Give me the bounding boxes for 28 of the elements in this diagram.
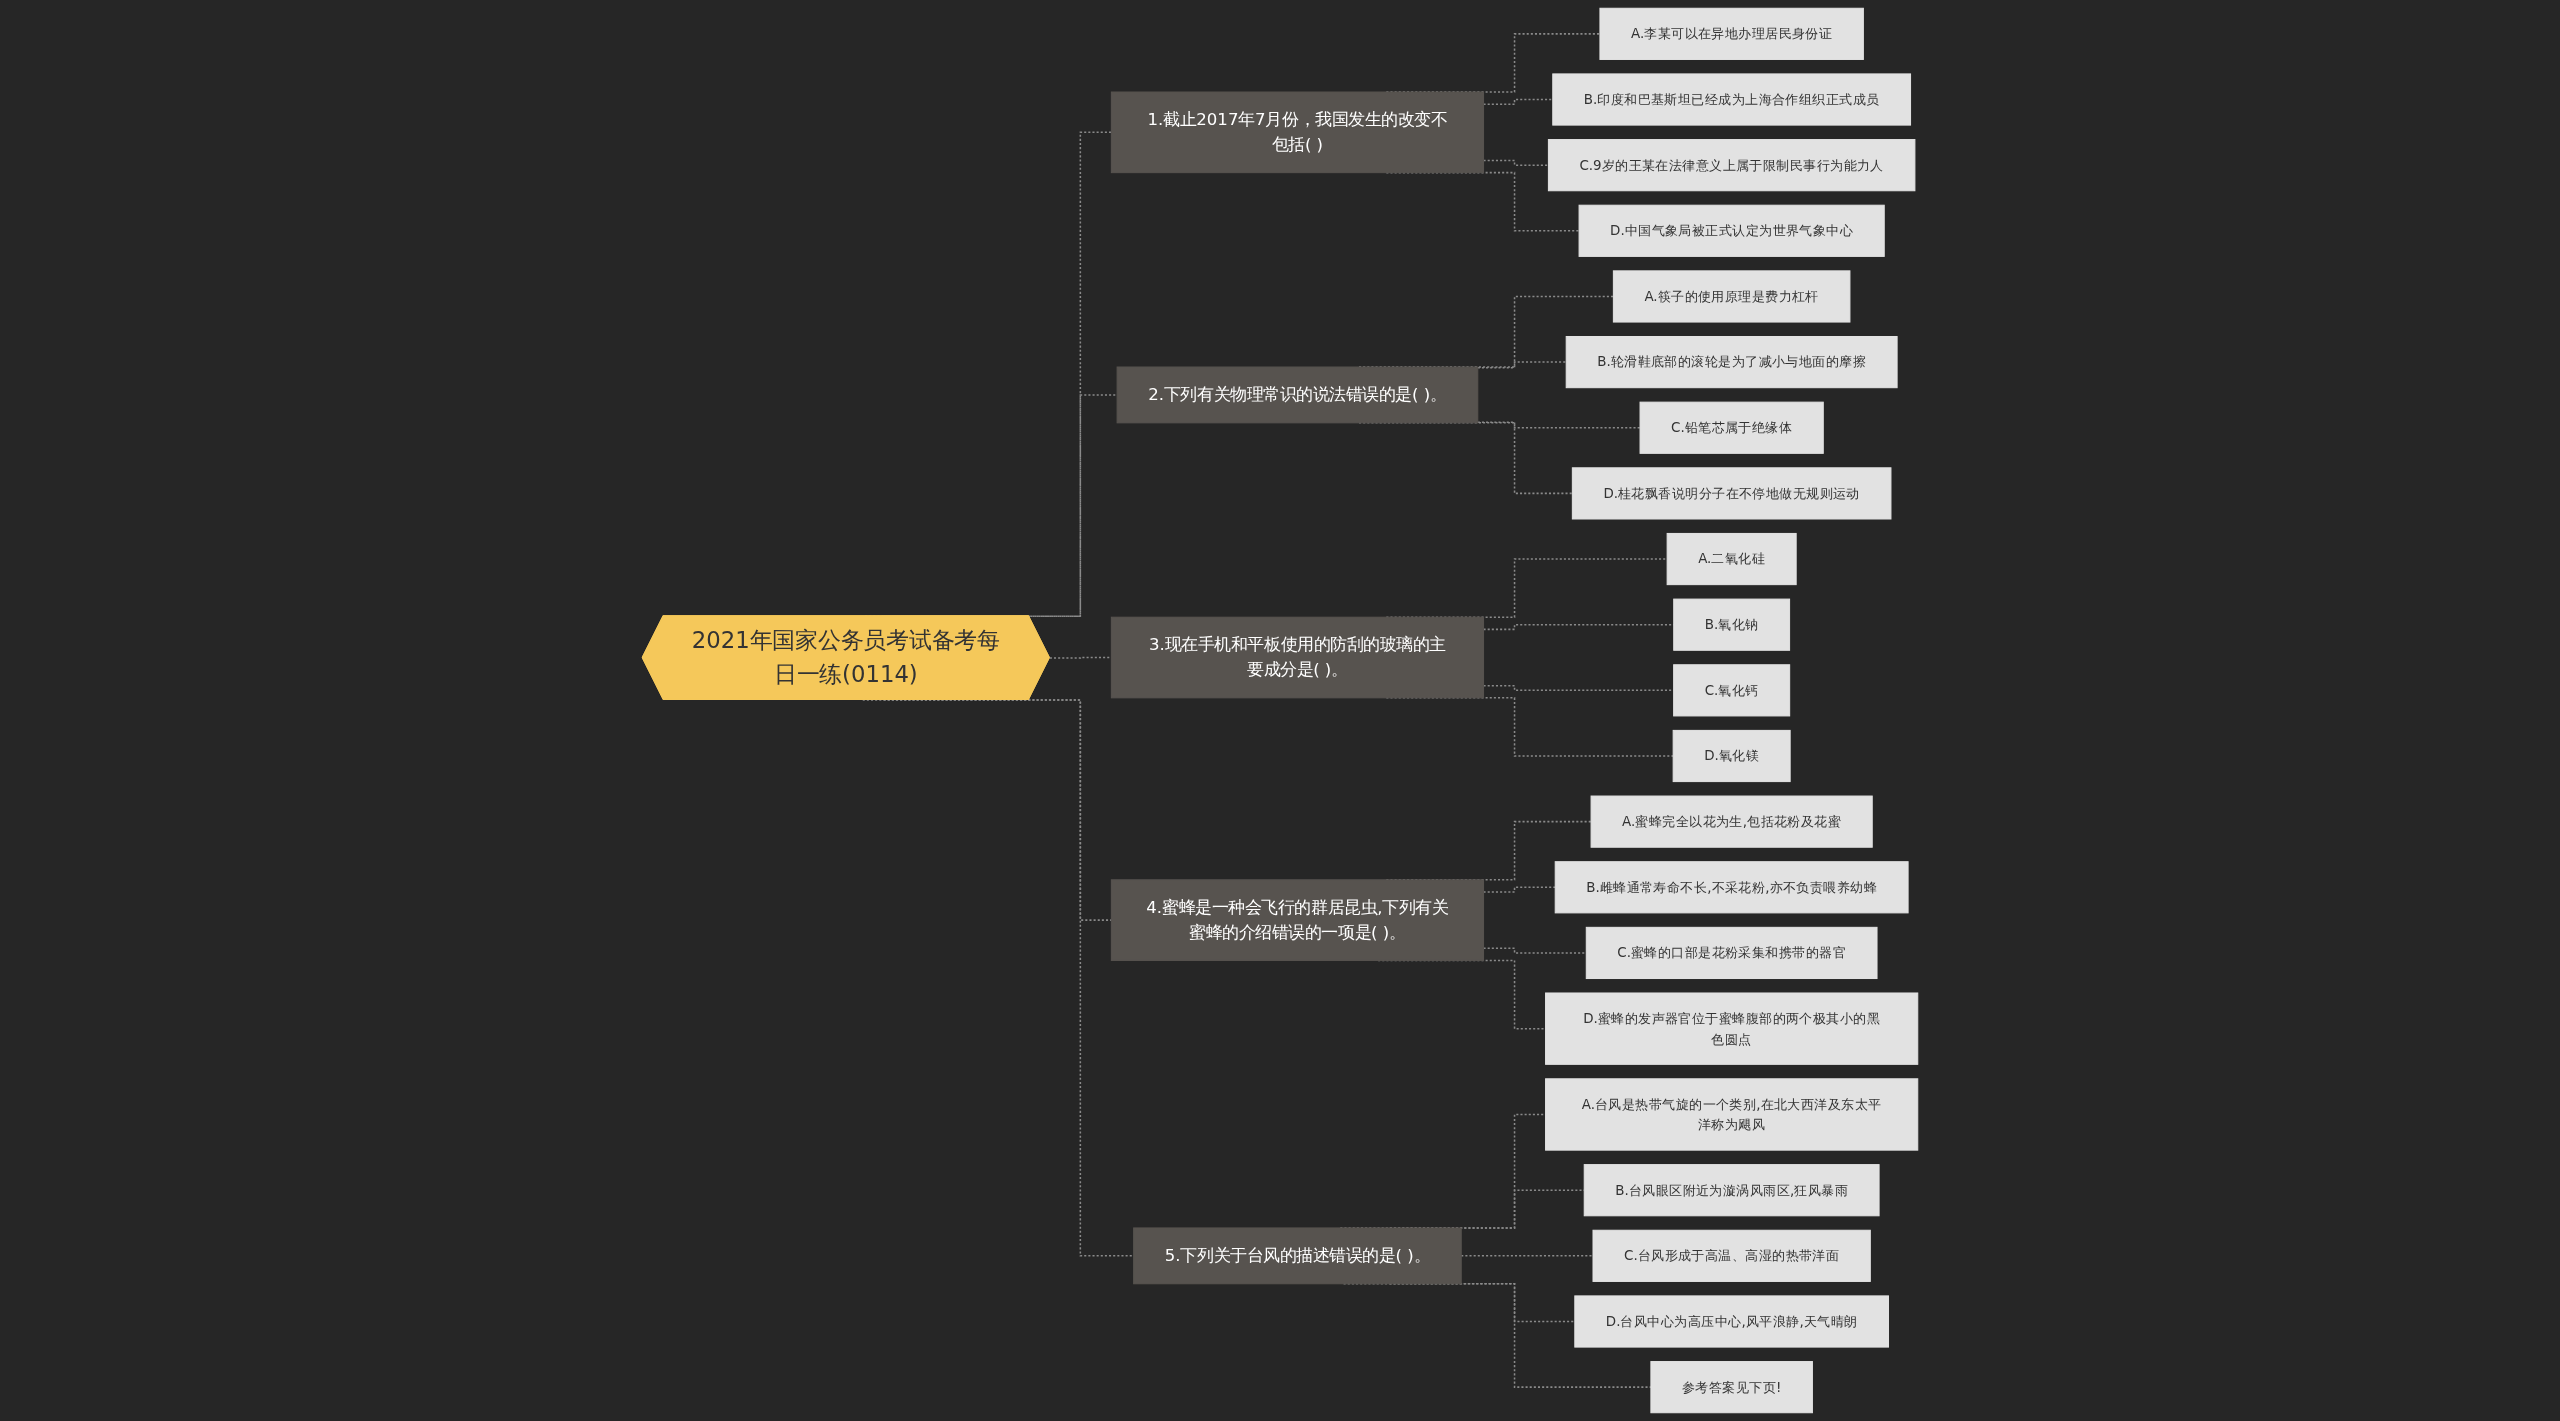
node-box: 5.下列关于台风的描述错误的是( )。 <box>1133 1227 1462 1285</box>
connector <box>1477 361 1567 369</box>
node-box: B.雌蜂通常寿命不长,不采花粉,亦不负责喂养幼蜂 <box>1554 861 1909 914</box>
node-box: 参考答案见下页! <box>1650 1361 1813 1414</box>
node-box: 2.下列有关物理常识的说法错误的是( )。 <box>1116 366 1479 424</box>
node-box: C.蜜蜂的口部是花粉采集和携带的器官 <box>1585 926 1878 980</box>
node-box: 4.蜜蜂是一种会飞行的群居昆虫,下列有关蜜蜂的介绍错误的一项是( )。 <box>1110 879 1485 961</box>
node-box: C.9岁的王某在法律意义上属于限制民事行为能力人 <box>1547 139 1916 192</box>
node-box: D.中国气象局被正式认定为世界气象中心 <box>1578 204 1885 257</box>
node-box: D.氧化镁 <box>1672 729 1791 783</box>
node-box: A.李某可以在异地办理居民身份证 <box>1599 7 1864 60</box>
node-box: C.铅笔芯属于绝缘体 <box>1639 401 1824 454</box>
node-box: 3.现在手机和平板使用的防刮的玻璃的主要成分是( )。 <box>1110 616 1485 699</box>
node-box: B.台风眼区附近为漩涡风雨区,狂风暴雨 <box>1583 1164 1880 1217</box>
connector <box>1477 421 1641 429</box>
node-box: B.氧化钠 <box>1673 598 1791 651</box>
node-box: D.蜜蜂的发声器官位于蜜蜂腹部的两个极其小的黑色圆点 <box>1545 992 1919 1065</box>
node-box: 1.截止2017年7月份，我国发生的改变不包括( ) <box>1110 91 1485 174</box>
node-box: A.蜜蜂完全以花为生,包括花粉及花蜜 <box>1590 795 1873 848</box>
node-box: B.印度和巴基斯坦已经成为上海合作组织正式成员 <box>1552 73 1912 126</box>
node-box: B.轮滑鞋底部的滚轮是为了减小与地面的摩擦 <box>1565 336 1898 389</box>
node-box: A.筷子的使用原理是费力杠杆 <box>1612 270 1851 323</box>
node-box: A.台风是热带气旋的一个类别,在北大西洋及东太平洋称为飓风 <box>1545 1078 1919 1151</box>
node-box: D.台风中心为高压中心,风平浪静,天气晴朗 <box>1574 1295 1889 1348</box>
node-box: D.桂花飘香说明分子在不停地做无规则运动 <box>1571 467 1892 520</box>
node-box: C.氧化钙 <box>1673 664 1791 717</box>
node-box: A.二氧化硅 <box>1666 532 1797 586</box>
node-box: C.台风形成于高温、高湿的热带洋面 <box>1592 1229 1871 1282</box>
